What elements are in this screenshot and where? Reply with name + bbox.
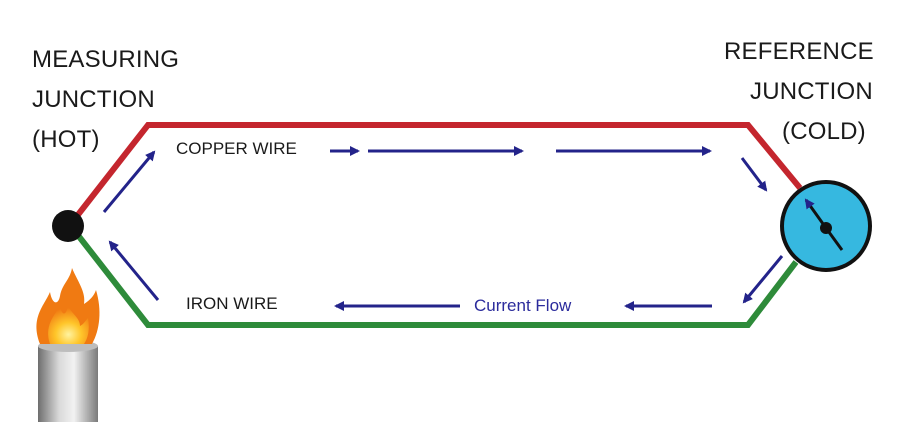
arrow-right-down — [740, 157, 768, 192]
iron-wire — [67, 223, 799, 328]
current-flow-label: Current Flow — [474, 296, 572, 315]
burner-icon — [38, 340, 98, 422]
arrow-left-up-upper — [102, 150, 156, 213]
meter-icon — [780, 180, 872, 272]
reference-junction-label-line1: REFERENCE — [724, 38, 874, 65]
arrow-left-up-lower — [108, 240, 160, 301]
flame-icon — [36, 268, 100, 344]
current-flow-arrows — [102, 146, 784, 311]
iron-wire-label: IRON WIRE — [186, 294, 278, 313]
reference-junction-label-line2: JUNCTION — [750, 78, 873, 105]
measuring-junction-label-line3: (HOT) — [32, 126, 100, 153]
measuring-junction-dot — [52, 210, 84, 242]
reference-junction-label-line3: (COLD) — [782, 118, 866, 145]
copper-wire-label: COPPER WIRE — [176, 139, 297, 158]
copper-wire — [67, 122, 803, 227]
measuring-junction-label-line2: JUNCTION — [32, 86, 155, 113]
measuring-junction-label-line1: MEASURING — [32, 46, 180, 73]
arrow-right-lower — [742, 255, 784, 304]
